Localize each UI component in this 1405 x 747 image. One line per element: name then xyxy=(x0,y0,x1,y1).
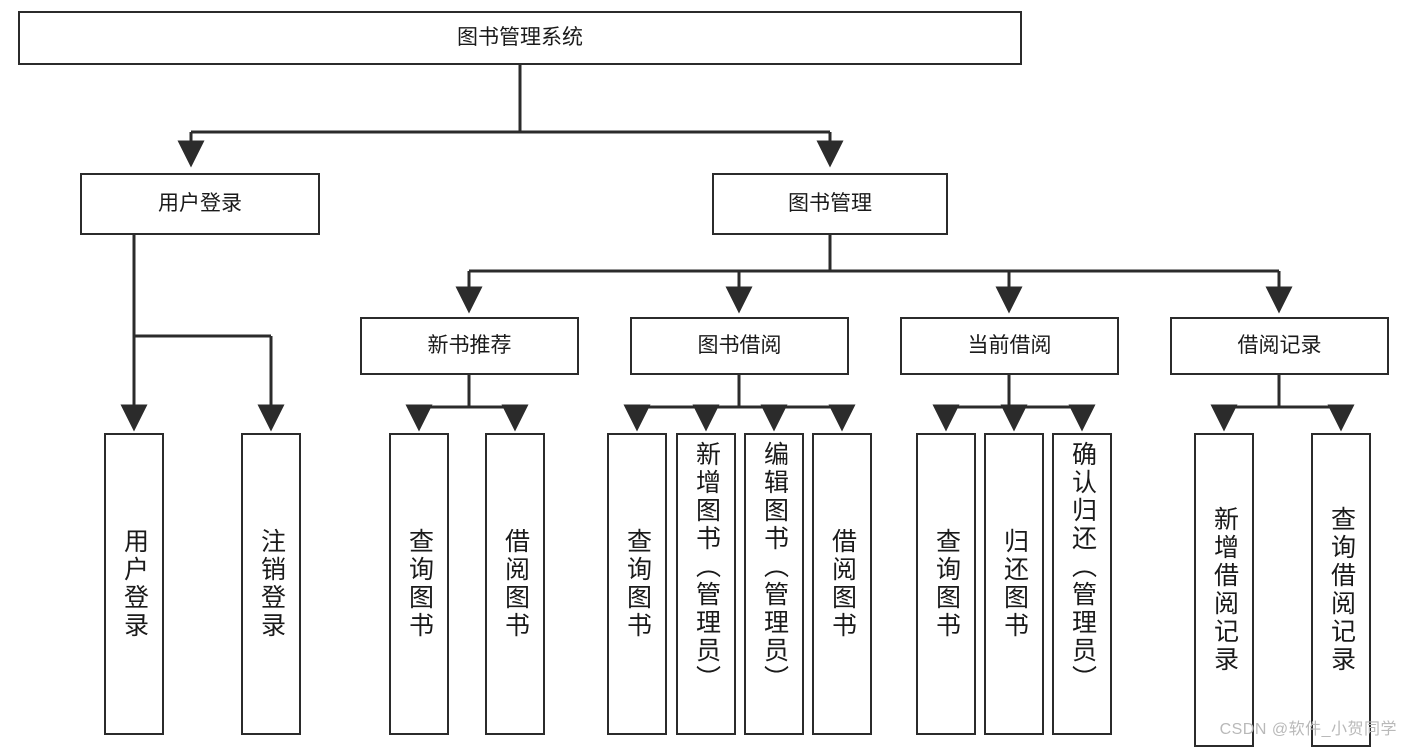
node-label: 查询图书 xyxy=(405,528,434,640)
node-label: 图书管理系统 xyxy=(457,25,583,49)
node-label: 归还图书 xyxy=(1000,528,1029,640)
node-book-management[interactable]: 图书管理 xyxy=(712,173,948,235)
node-label: 查询借阅记录 xyxy=(1327,506,1356,674)
node-book-borrowing[interactable]: 图书借阅 xyxy=(630,317,849,375)
leaf-current-query-books[interactable]: 查询图书 xyxy=(916,433,976,735)
leaf-borrow-add-book-admin[interactable]: 新增图书（管理员） xyxy=(676,433,736,735)
node-label: 借阅图书 xyxy=(828,528,857,640)
node-label: 图书借阅 xyxy=(697,333,782,357)
node-label: 借阅记录 xyxy=(1237,333,1322,357)
node-label: 当前借阅 xyxy=(967,333,1052,357)
node-label: 新增借阅记录 xyxy=(1210,506,1239,674)
node-label: 用户登录 xyxy=(158,191,242,215)
node-label: 确认归还（管理员） xyxy=(1068,441,1097,693)
node-label: 注销登录 xyxy=(257,528,286,640)
leaf-record-add-borrow-record[interactable]: 新增借阅记录 xyxy=(1194,433,1254,747)
node-new-book-recommendation[interactable]: 新书推荐 xyxy=(360,317,579,375)
node-current-borrowing[interactable]: 当前借阅 xyxy=(900,317,1119,375)
node-label: 用户登录 xyxy=(120,528,149,640)
leaf-user-login-logout[interactable]: 注销登录 xyxy=(241,433,301,735)
leaf-user-login-login[interactable]: 用户登录 xyxy=(104,433,164,735)
node-user-login[interactable]: 用户登录 xyxy=(80,173,320,235)
node-label: 编辑图书（管理员） xyxy=(760,441,789,693)
leaf-record-query-borrow-record[interactable]: 查询借阅记录 xyxy=(1311,433,1371,747)
leaf-current-return-books[interactable]: 归还图书 xyxy=(984,433,1044,735)
leaf-new-book-borrow-books[interactable]: 借阅图书 xyxy=(485,433,545,735)
node-label: 新书推荐 xyxy=(427,333,512,357)
leaf-borrow-borrow-books[interactable]: 借阅图书 xyxy=(812,433,872,735)
node-root-book-management-system[interactable]: 图书管理系统 xyxy=(18,11,1022,65)
node-label: 图书管理 xyxy=(788,191,872,215)
node-label: 借阅图书 xyxy=(501,528,530,640)
node-label: 查询图书 xyxy=(932,528,961,640)
node-label: 查询图书 xyxy=(623,528,652,640)
leaf-borrow-query-books[interactable]: 查询图书 xyxy=(607,433,667,735)
node-borrowing-records[interactable]: 借阅记录 xyxy=(1170,317,1389,375)
csdn-watermark: CSDN @软件_小贺同学 xyxy=(1219,721,1397,738)
leaf-borrow-edit-book-admin[interactable]: 编辑图书（管理员） xyxy=(744,433,804,735)
leaf-current-confirm-return-admin[interactable]: 确认归还（管理员） xyxy=(1052,433,1112,735)
node-label: 新增图书（管理员） xyxy=(692,441,721,693)
leaf-new-book-query-books[interactable]: 查询图书 xyxy=(389,433,449,735)
